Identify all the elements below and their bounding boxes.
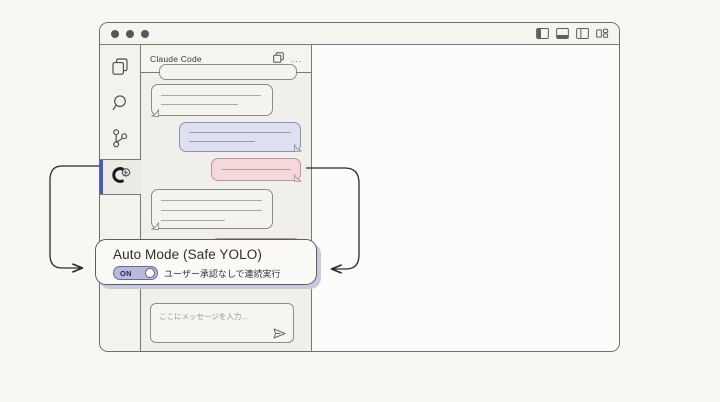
search-icon (112, 94, 130, 117)
chat-panel: Claude Code ... (141, 45, 312, 351)
toggle-primary-sidebar-icon[interactable] (536, 28, 549, 39)
minimize-window-button[interactable] (126, 30, 134, 38)
toggle-panel-icon[interactable] (556, 28, 569, 39)
auto-mode-callout: Auto Mode (Safe YOLO) ON ユーザー承認なしで連続実行 (95, 239, 317, 285)
activity-bar (100, 45, 141, 351)
new-chat-copy-icon[interactable] (273, 50, 285, 68)
chat-header-actions: ... (273, 50, 302, 68)
auto-mode-description: ユーザー承認なしで連続実行 (164, 269, 281, 279)
claude-brain-icon (110, 166, 132, 189)
message-bubble-clipped-top (159, 64, 297, 80)
sidebar-item-claude[interactable] (100, 159, 141, 195)
bubble-tail-icon (151, 222, 159, 230)
chat-title: Claude Code (150, 53, 202, 64)
window-titlebar (100, 23, 619, 45)
layout-toggle-group (536, 28, 609, 39)
more-options-icon[interactable]: ... (291, 53, 302, 64)
message-input[interactable]: ここにメッセージを入力... (150, 303, 294, 343)
message-input-placeholder: ここにメッセージを入力... (159, 312, 248, 321)
bubble-tail-icon (294, 144, 302, 152)
customize-layout-icon[interactable] (596, 28, 609, 39)
files-icon (112, 57, 129, 81)
callout-title: Auto Mode (Safe YOLO) (113, 247, 262, 262)
source-control-branch-icon (112, 129, 129, 153)
maximize-window-button[interactable] (141, 30, 149, 38)
send-paper-plane-icon[interactable] (273, 326, 286, 339)
editor-pane[interactable] (312, 45, 619, 351)
close-window-button[interactable] (111, 30, 119, 38)
toggle-secondary-sidebar-icon[interactable] (576, 28, 589, 39)
bubble-tail-icon (151, 109, 159, 117)
traffic-lights (111, 30, 149, 38)
sidebar-item-source-control[interactable] (100, 123, 141, 159)
app-window: Claude Code ... (99, 22, 620, 352)
toggle-knob[interactable] (145, 268, 155, 278)
sidebar-item-search[interactable] (100, 87, 141, 123)
auto-mode-toggle[interactable]: ON (113, 266, 158, 280)
sidebar-item-explorer[interactable] (100, 51, 141, 87)
left-annotation-arrow (49, 165, 100, 268)
toggle-state-label: ON (120, 269, 132, 278)
bubble-tail-icon (294, 174, 302, 182)
